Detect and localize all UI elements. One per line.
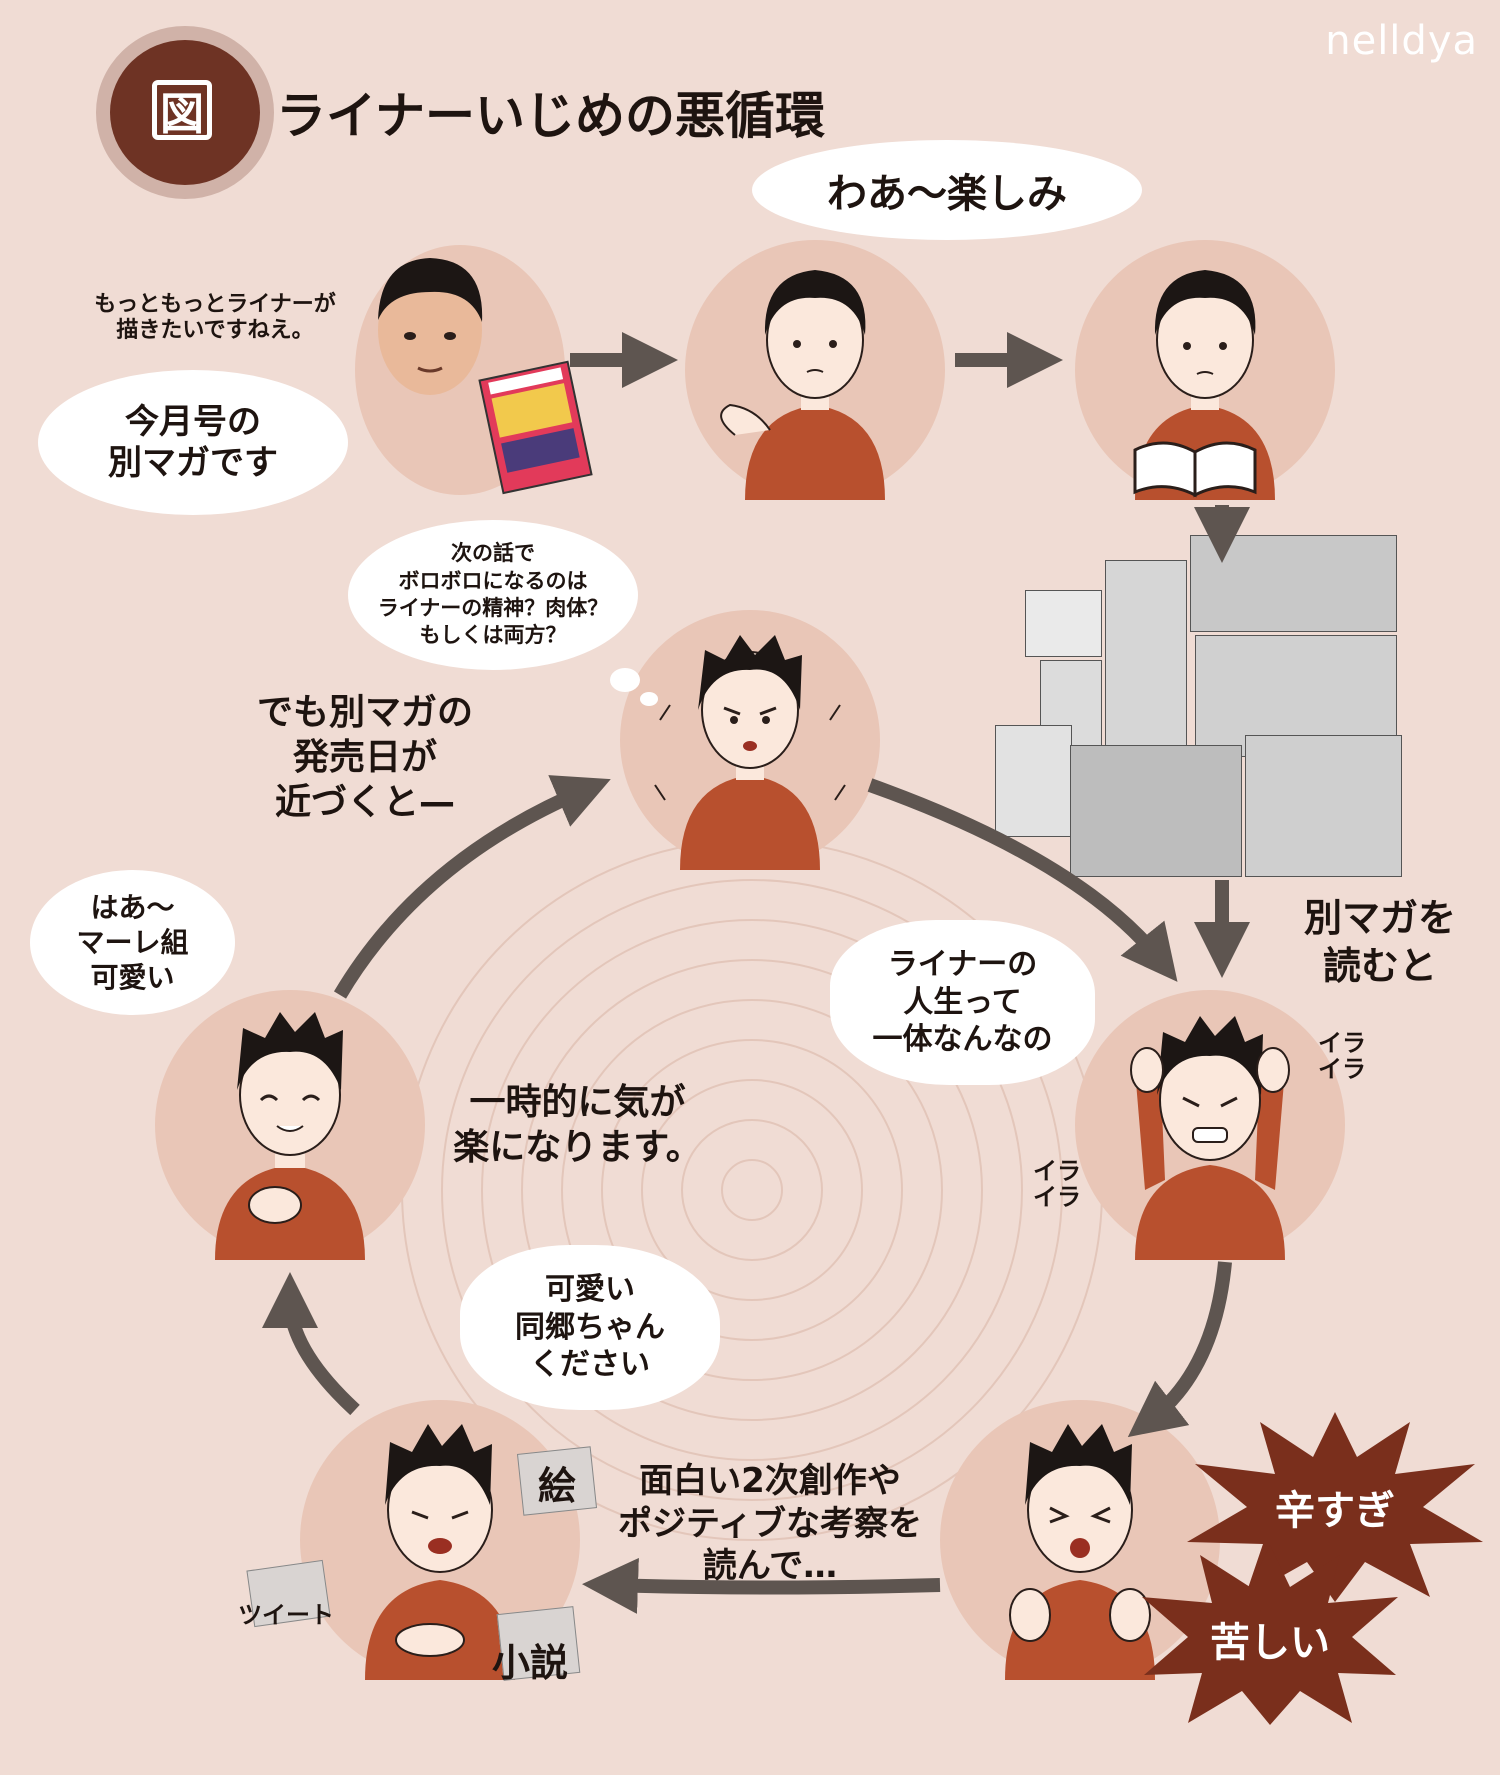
open-book-icon — [1133, 441, 1257, 498]
magazine-icon — [478, 360, 593, 495]
happy-bubble-text: はあ〜 マーレ組 可愛い — [76, 891, 189, 994]
derivative-caption: 面白い2次創作や ポジティブな考察を 読んで… — [618, 1461, 922, 1586]
manga-panel — [1245, 735, 1402, 877]
center-caption: 一時的に気が 楽になります。 — [453, 1082, 702, 1168]
happy-fan-figure — [215, 1012, 365, 1260]
request-speech-bubble: 可愛い 同郷ちゃん ください — [460, 1245, 720, 1410]
manga-panel — [995, 725, 1072, 837]
excited-fan-figure — [720, 270, 885, 500]
title-badge — [110, 40, 260, 185]
consuming-fan-figure — [365, 1424, 515, 1680]
media-tag-art: 絵 — [538, 1464, 577, 1508]
pain-burst-1-text: 辛すぎ — [1275, 1488, 1395, 1534]
watermark: nelldya — [1325, 18, 1478, 64]
excited-speech-bubble: わあ〜楽しみ — [752, 140, 1142, 240]
arrow-angry-to-suffering — [1127, 1261, 1232, 1438]
arrow-anxious-to-angry — [867, 778, 1178, 982]
manga-panel — [1025, 590, 1102, 657]
pain-burst-1 — [1187, 1412, 1483, 1602]
author-speech-bubble: 今月号の 別マガです — [38, 370, 348, 515]
irritation-sfx-left: イラ イラ — [1033, 1157, 1081, 1212]
author-photo — [378, 258, 483, 395]
anxious-thought-bubble: 次の話で ボロボロになるのは ライナーの精神？肉体？ もしくは両方？ — [348, 520, 638, 670]
arrow-consuming-to-happy — [262, 1272, 360, 1416]
thought-dot — [610, 668, 640, 692]
release-caption: でも別マガの 発売日が 近づくと— — [256, 692, 473, 823]
arrow-suffering-to-consuming — [582, 1557, 941, 1614]
media-tag-tweet: ツイート — [238, 1601, 334, 1629]
angry-speech-bubble: ライナーの 人生って 一体なんなの — [830, 920, 1095, 1085]
media-tag-novel: 小説 — [492, 1641, 569, 1685]
irritation-sfx-right: イラ イラ — [1318, 1029, 1366, 1084]
read-caption: 別マガを 読むと — [1303, 896, 1456, 988]
anxious-thought-text: 次の話で ボロボロになるのは ライナーの精神？肉体？ もしくは両方？ — [377, 541, 609, 648]
pain-burst-2 — [1142, 1545, 1398, 1725]
excited-bubble-text: わあ〜楽しみ — [827, 171, 1067, 217]
thought-dot — [640, 692, 658, 706]
happy-speech-bubble: はあ〜 マーレ組 可愛い — [30, 870, 235, 1015]
page-title: ライナーいじめの悪循環 — [276, 87, 825, 145]
badge-glyph: 図 — [152, 80, 212, 140]
arrow-happy-to-anxious — [333, 775, 611, 999]
pain-burst-2-text: 苦しい — [1210, 1620, 1330, 1666]
author-quote: もっともっとライナーが 描きたいですねえ。 — [94, 292, 336, 344]
author-bubble-text: 今月号の 別マガです — [108, 401, 278, 483]
angry-bubble-text: ライナーの 人生って 一体なんなの — [872, 947, 1053, 1058]
request-bubble-text: 可愛い 同郷ちゃん ください — [515, 1272, 665, 1383]
angry-fan-figure — [1130, 1016, 1290, 1260]
manga-panel — [1070, 745, 1242, 877]
manga-collage — [995, 535, 1405, 877]
anxious-fan-figure — [654, 635, 846, 870]
manga-panel — [1105, 560, 1187, 752]
suffering-fan-figure — [1005, 1424, 1155, 1680]
